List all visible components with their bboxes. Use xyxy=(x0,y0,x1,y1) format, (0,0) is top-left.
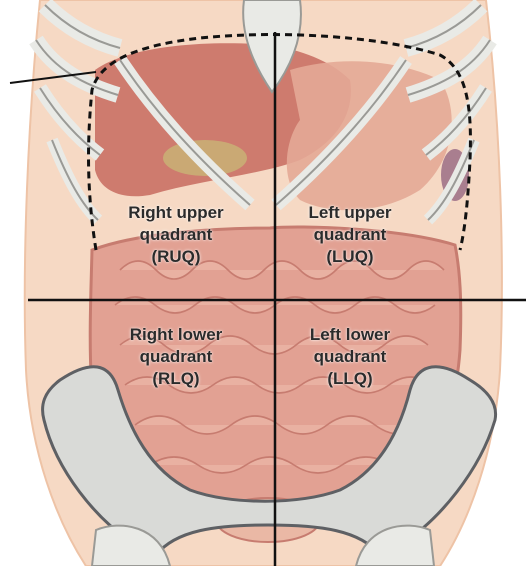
llq-label-line2: quadrant xyxy=(240,346,460,368)
luq-label: Left upper quadrant (LUQ) xyxy=(240,202,460,268)
llq-label: Left lower quadrant (LLQ) xyxy=(240,324,460,390)
luq-label-line2: quadrant xyxy=(240,224,460,246)
luq-label-line1: Left upper xyxy=(240,202,460,224)
llq-label-line1: Left lower xyxy=(240,324,460,346)
llq-label-abbr: (LLQ) xyxy=(240,368,460,390)
luq-label-abbr: (LUQ) xyxy=(240,246,460,268)
